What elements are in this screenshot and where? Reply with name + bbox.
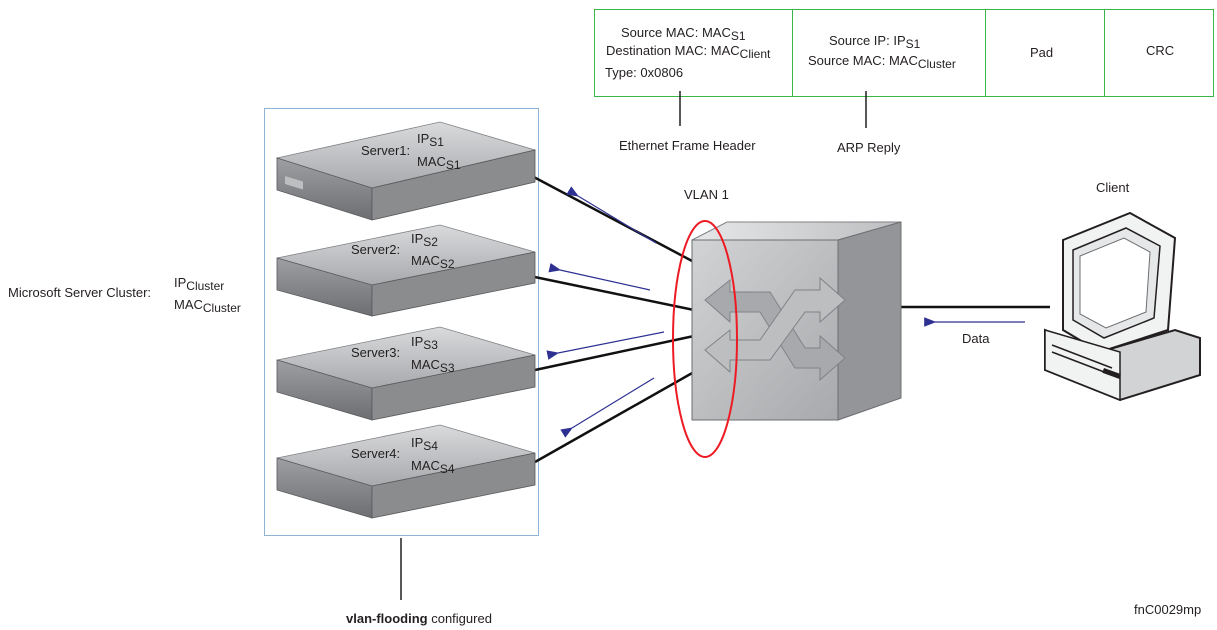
flood-arrow-server1 — [566, 186, 657, 244]
mac-sub: Cluster — [202, 301, 241, 315]
vlan-ellipse — [672, 220, 738, 458]
mac-sub: S1 — [445, 158, 461, 172]
ip-sub: S3 — [423, 338, 438, 352]
mac-base: MAC — [174, 297, 203, 312]
server-2-icon — [276, 224, 536, 317]
cluster-mac: MACCluster — [174, 297, 241, 315]
mac-sub: S3 — [439, 361, 455, 375]
server-3-mac: MACS3 — [411, 357, 455, 375]
ip-sub: S1 — [429, 135, 444, 149]
label: Source IP: — [829, 33, 890, 48]
cable-server4 — [534, 370, 695, 464]
mac-base: MAC — [417, 154, 446, 169]
switch-icon — [691, 221, 902, 421]
flood-arrow-server3 — [546, 331, 665, 360]
ip-sub: S4 — [423, 439, 438, 453]
ip-base: IP — [174, 275, 187, 290]
server-2-mac: MACS2 — [411, 253, 455, 271]
server-1-name: Server1: — [361, 143, 411, 158]
mac-sub: Client — [739, 47, 771, 61]
server-1-mac: MACS1 — [417, 154, 461, 172]
mac-sub: S4 — [439, 462, 455, 476]
frame-crc: CRC — [1146, 43, 1175, 58]
mac-base: MAC — [411, 357, 440, 372]
frame-pad: Pad — [1030, 45, 1054, 60]
server-cluster-box — [264, 108, 539, 536]
mac-base: MAC — [888, 53, 918, 68]
server-2-ip: IPS2 — [411, 231, 438, 249]
ip-base: IP — [411, 334, 424, 349]
server-4-icon — [276, 424, 536, 519]
frame-divider — [792, 9, 793, 97]
ip-sub: S1 — [905, 37, 921, 51]
server-4-ip: IPS4 — [411, 435, 438, 453]
mac-sub: S1 — [730, 29, 746, 43]
frame-source-mac: Source MAC: MACS1 — [621, 25, 746, 43]
server-3-icon — [276, 326, 536, 421]
mac-base: MAC — [710, 43, 740, 58]
ip-base: IP — [417, 131, 430, 146]
footer-caption: vlan-flooding configured — [346, 611, 492, 627]
server-1-ip: IPS1 — [417, 131, 444, 149]
flood-arrow-server2 — [548, 262, 651, 291]
vlan-label: VLAN 1 — [684, 187, 729, 202]
data-label: Data — [962, 331, 990, 346]
cable-server2 — [524, 273, 695, 312]
cluster-label: Microsoft Server Cluster: — [8, 285, 152, 300]
ip-base: IP — [411, 435, 424, 450]
label: Source MAC: — [808, 53, 886, 68]
cable-server1 — [529, 173, 695, 264]
client-computer-icon — [1044, 211, 1201, 402]
label: Destination MAC: — [606, 43, 708, 58]
server-3-name: Server3: — [351, 345, 401, 360]
server-4-mac: MACS4 — [411, 458, 455, 476]
frame-type: Type: 0x0806 — [605, 65, 684, 80]
mac-sub: Cluster — [917, 57, 956, 71]
server-1-icon — [275, 121, 537, 221]
frame-destination-mac: Destination MAC: MACClient — [606, 43, 771, 61]
frame-divider — [985, 9, 986, 97]
server-3-ip: IPS3 — [411, 334, 438, 352]
label: Source MAC: — [621, 25, 699, 40]
ip-sub: S2 — [423, 235, 438, 249]
ip-base: IP — [411, 231, 424, 246]
header-caption: Ethernet Frame Header — [619, 138, 756, 153]
ethernet-frame-diagram — [594, 9, 1214, 97]
arp-source-mac: Source MAC: MACCluster — [808, 53, 956, 71]
mac-base: MAC — [411, 458, 440, 473]
frame-divider — [1104, 9, 1105, 97]
arp-source-ip: Source IP: IPS1 — [829, 33, 921, 51]
server-2-name: Server2: — [351, 242, 401, 257]
ip-base: IP — [893, 33, 906, 48]
arp-caption: ARP Reply — [837, 140, 901, 155]
mac-base: MAC — [411, 253, 440, 268]
server-4-name: Server4: — [351, 446, 401, 461]
footer-bold: vlan-flooding — [346, 611, 428, 626]
footer-rest: configured — [427, 611, 492, 626]
flood-arrow-server4 — [560, 377, 655, 438]
client-label: Client — [1096, 180, 1130, 195]
cluster-ip: IPCluster — [174, 275, 225, 293]
ip-sub: Cluster — [186, 279, 225, 293]
mac-base: MAC — [701, 25, 731, 40]
cable-server3 — [534, 334, 695, 372]
mac-sub: S2 — [439, 257, 455, 271]
figure-id: fnC0029mp — [1134, 602, 1202, 617]
